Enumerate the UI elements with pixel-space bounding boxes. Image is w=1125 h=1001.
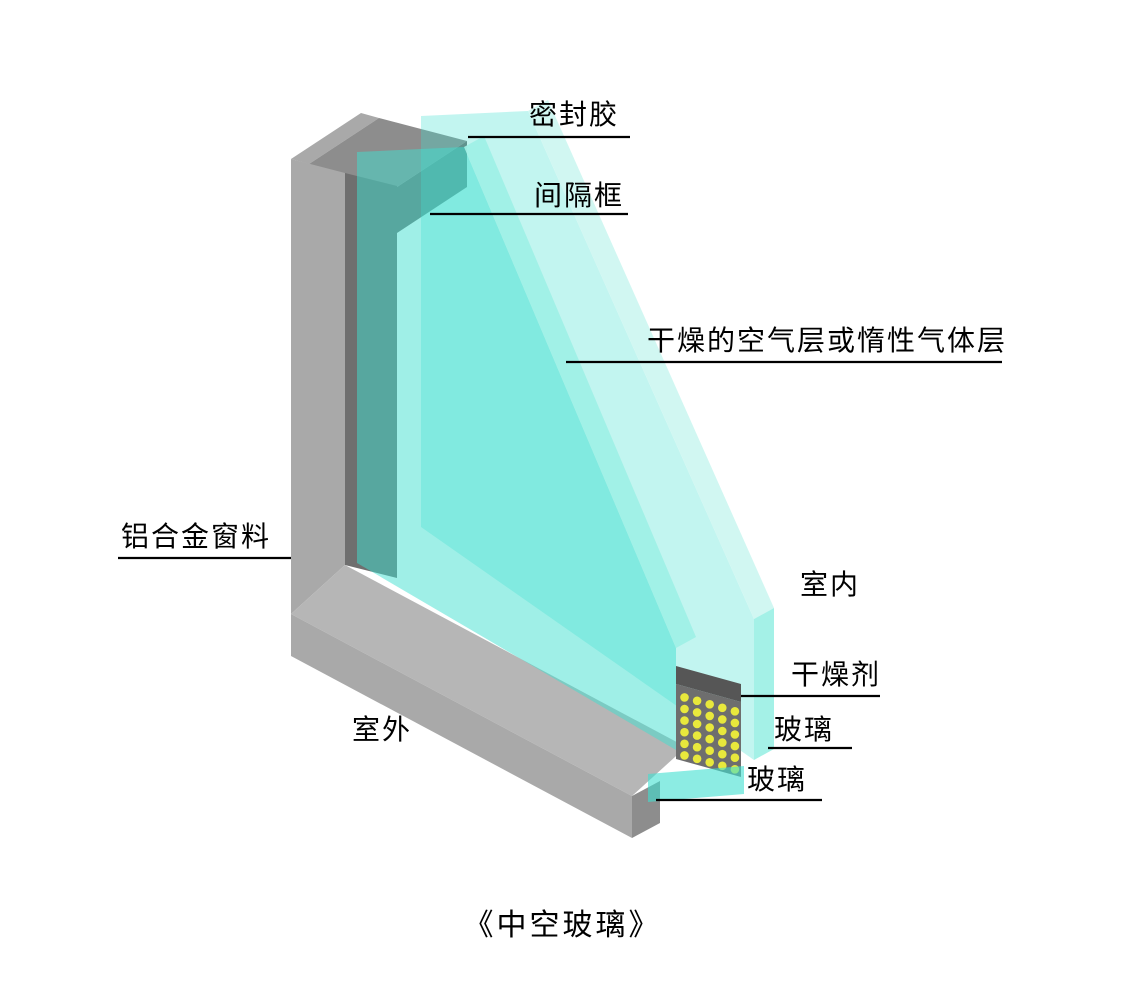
glass-upper-label: 玻璃 bbox=[774, 715, 835, 746]
desiccant-dot bbox=[730, 730, 740, 739]
desiccant-dot bbox=[680, 716, 689, 725]
glass-bottom-edge bbox=[648, 766, 744, 802]
desiccant-dot bbox=[705, 746, 714, 755]
desiccant-dot bbox=[705, 758, 714, 767]
desiccant-dot bbox=[680, 727, 689, 737]
desiccant-dot bbox=[718, 715, 727, 724]
desiccant-dot bbox=[692, 719, 702, 729]
glass-pane-inner bbox=[357, 147, 676, 750]
desiccant-dot bbox=[730, 741, 740, 751]
desiccant-dot bbox=[718, 738, 727, 747]
desiccant-dot bbox=[718, 703, 727, 713]
desiccant-dot bbox=[680, 704, 689, 714]
desiccant-dot bbox=[692, 754, 702, 764]
desiccant-dot bbox=[680, 693, 689, 702]
desiccant-dot bbox=[692, 731, 702, 740]
desiccant-dot bbox=[692, 696, 702, 706]
desiccant-label: 干燥剂 bbox=[791, 660, 882, 691]
outdoor-label: 室外 bbox=[352, 715, 413, 746]
glass-cut-edge-outer bbox=[528, 100, 774, 619]
sealant-label: 密封胶 bbox=[529, 100, 620, 131]
desiccant-dot bbox=[692, 708, 702, 717]
desiccant-dot bbox=[730, 707, 740, 716]
glass-cut-edge-inner bbox=[464, 136, 696, 648]
desiccant-dot bbox=[705, 700, 714, 709]
desiccant-dot bbox=[730, 718, 740, 728]
air-layer-label: 干燥的空气层或惰性气体层 bbox=[647, 326, 1008, 357]
desiccant-dot bbox=[680, 739, 689, 749]
glass-lower-label: 玻璃 bbox=[747, 765, 808, 796]
spacer-frame-label: 间隔框 bbox=[534, 181, 625, 212]
frame-bottom-rail-front bbox=[291, 614, 632, 838]
desiccant-dot bbox=[692, 742, 702, 752]
desiccant-dot bbox=[718, 749, 727, 759]
desiccant-dot bbox=[705, 734, 714, 744]
frame-material-label: 铝合金窗料 bbox=[121, 522, 272, 553]
desiccant-dot bbox=[730, 753, 740, 762]
diagram-title: 《中空玻璃》 bbox=[463, 909, 662, 942]
desiccant-dot bbox=[718, 726, 727, 736]
desiccant-dots bbox=[680, 693, 740, 774]
frame-bottom-rail-top bbox=[291, 565, 686, 796]
desiccant-dot bbox=[705, 711, 714, 721]
frame-top-cap-highlight bbox=[291, 113, 379, 164]
desiccant-spacer-cap bbox=[676, 666, 741, 702]
glass-end-edge-outer bbox=[754, 608, 774, 760]
desiccant-dot bbox=[680, 751, 689, 760]
frame-left-stile bbox=[291, 159, 345, 614]
indoor-label: 室内 bbox=[800, 570, 861, 601]
desiccant-dot bbox=[705, 723, 714, 732]
